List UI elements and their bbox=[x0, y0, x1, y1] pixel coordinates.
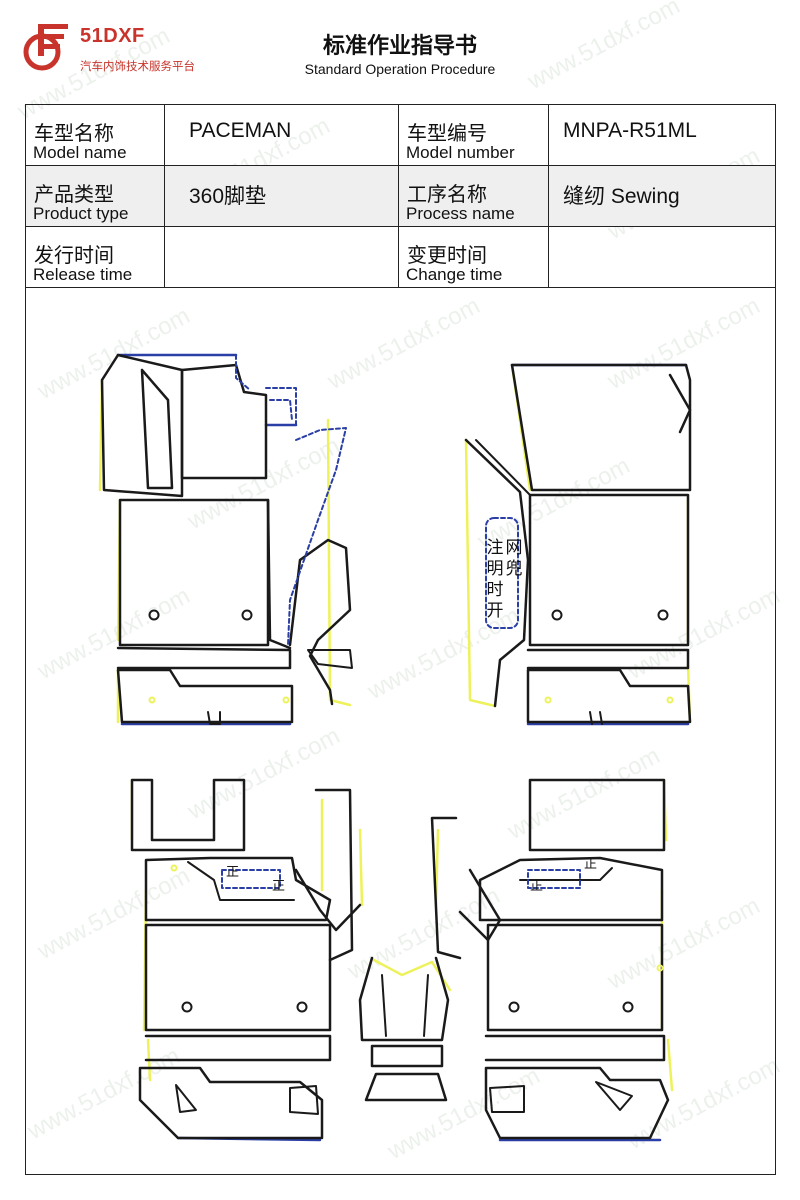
page-subtitle: Standard Operation Procedure bbox=[304, 61, 496, 77]
process-name-value-cell: 缝纫 Sewing bbox=[548, 165, 776, 227]
front-marker: 正 bbox=[584, 857, 597, 872]
release-time-value-cell bbox=[164, 226, 399, 288]
product-type-label-cn: 产品类型 bbox=[34, 182, 114, 206]
process-name-label-cn: 工序名称 bbox=[407, 182, 487, 206]
mat-rear-center bbox=[358, 956, 452, 1102]
model-name-value-cell: PACEMAN bbox=[164, 104, 399, 166]
front-marker: 正 bbox=[272, 879, 285, 894]
table-row: 发行时间 Release time 变更时间 Change time bbox=[25, 226, 776, 288]
model-name-label-en: Model name bbox=[33, 143, 127, 162]
model-name-label-cn: 车型名称 bbox=[34, 121, 114, 145]
change-time-label-cell: 变更时间 Change time bbox=[398, 226, 549, 288]
open-note-label: 注明时开 bbox=[486, 538, 504, 621]
mat-front-left bbox=[98, 353, 353, 726]
model-number-label-cn: 车型编号 bbox=[407, 121, 487, 145]
front-marker: 正 bbox=[226, 865, 239, 880]
process-name-value: 缝纫 Sewing bbox=[563, 185, 680, 208]
pattern-drawing-frame bbox=[25, 288, 776, 1175]
table-row: 产品类型 Product type 360脚垫 工序名称 Process nam… bbox=[25, 165, 776, 227]
logo-tagline: 汽车内饰技术服务平台 bbox=[80, 59, 195, 73]
change-time-value-cell bbox=[548, 226, 776, 288]
table-row: 车型名称 Model name PACEMAN 车型编号 Model numbe… bbox=[25, 104, 776, 166]
change-time-label-en: Change time bbox=[406, 265, 503, 284]
release-time-label-cell: 发行时间 Release time bbox=[25, 226, 165, 288]
model-number-label-cell: 车型编号 Model number bbox=[398, 104, 549, 166]
page-title: 标准作业指导书 bbox=[322, 34, 477, 59]
model-name-value: PACEMAN bbox=[189, 119, 292, 142]
change-time-label-cn: 变更时间 bbox=[407, 243, 487, 267]
product-type-label-cell: 产品类型 Product type bbox=[25, 165, 165, 227]
logo-mark-icon bbox=[23, 24, 68, 71]
model-number-value-cell: MNPA-R51ML bbox=[548, 104, 776, 166]
process-name-label-en: Process name bbox=[406, 204, 515, 223]
release-time-label-cn: 发行时间 bbox=[34, 243, 114, 267]
product-type-value: 360脚垫 bbox=[189, 185, 267, 208]
model-number-label-en: Model number bbox=[406, 143, 515, 162]
model-number-value: MNPA-R51ML bbox=[563, 119, 697, 142]
product-type-value-cell: 360脚垫 bbox=[164, 165, 399, 227]
brand-logo: 51DXF 汽车内饰技术服务平台 bbox=[22, 18, 262, 78]
mat-front-right bbox=[464, 363, 692, 726]
product-type-label-en: Product type bbox=[33, 204, 129, 223]
info-table: 车型名称 Model name PACEMAN 车型编号 Model numbe… bbox=[25, 104, 776, 288]
logo-name: 51DXF bbox=[80, 25, 145, 47]
net-pocket-label: 网兜 bbox=[505, 538, 523, 579]
release-time-label-en: Release time bbox=[33, 265, 133, 284]
mat-rear-left bbox=[130, 778, 364, 1142]
process-name-label-cell: 工序名称 Process name bbox=[398, 165, 549, 227]
mat-rear-right bbox=[430, 778, 674, 1142]
front-marker: 正 bbox=[530, 879, 543, 894]
